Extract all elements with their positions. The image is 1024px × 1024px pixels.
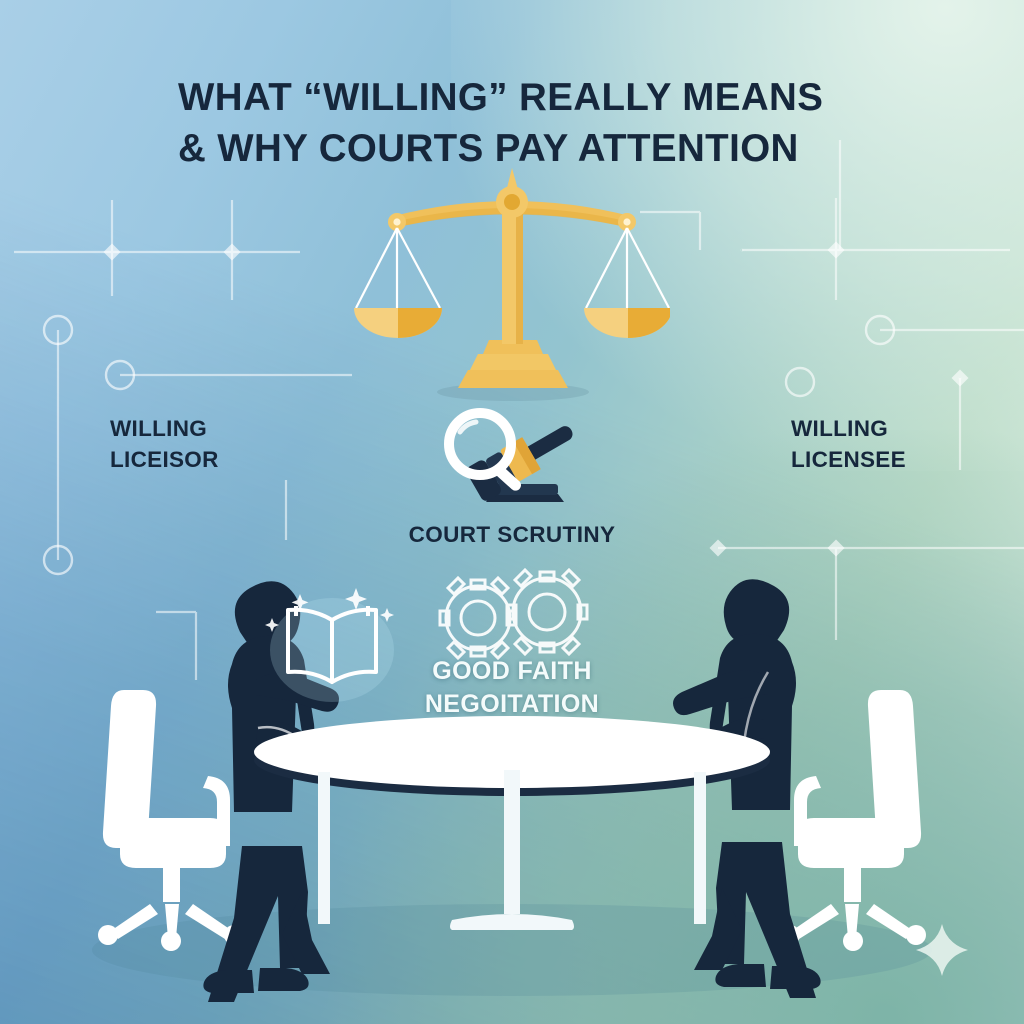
willing-licensee-label: WILLING LICENSEE xyxy=(791,414,906,476)
court-scrutiny-label: COURT SCRUTINY xyxy=(408,522,616,547)
good-faith-negotiation-label: GOOD FAITH NEGOITATION xyxy=(0,655,1024,722)
title-line-2: & WHY COURTS PAY ATTENTION xyxy=(178,127,799,171)
gavel-sound-block xyxy=(486,484,564,502)
licensee-line-1: WILLING xyxy=(791,416,889,441)
book-sparkles xyxy=(265,588,394,632)
licensee-silhouette xyxy=(673,579,821,998)
poster-title: WHAT “WILLING” REALLY MEANS & WHY COURTS… xyxy=(178,72,938,175)
scales-of-justice-icon xyxy=(354,168,670,401)
sparkle-icon xyxy=(916,924,968,976)
open-book-icon xyxy=(265,588,394,702)
gears-icon xyxy=(438,568,589,661)
licensee-line-2: LICENSEE xyxy=(791,446,906,472)
negotiation-scene xyxy=(92,579,932,1002)
court-scrutiny-icon-group xyxy=(444,408,573,502)
background-mint-highlight xyxy=(450,0,1024,472)
willing-licensor-label: WILLING LICEISOR xyxy=(110,414,219,476)
office-chair-left xyxy=(98,690,244,951)
good-faith-line-2: NEGOITATION xyxy=(424,690,600,719)
licensor-line-1: WILLING xyxy=(110,416,208,441)
office-chair-right xyxy=(780,690,926,951)
good-faith-line-1: GOOD FAITH xyxy=(432,657,592,685)
licensor-line-2: LICEISOR xyxy=(110,446,219,472)
title-line-1: WHAT “WILLING” REALLY MEANS xyxy=(178,75,824,119)
licensor-silhouette xyxy=(203,581,342,1002)
negotiation-table xyxy=(254,716,770,930)
magnifying-glass-icon xyxy=(444,408,521,491)
